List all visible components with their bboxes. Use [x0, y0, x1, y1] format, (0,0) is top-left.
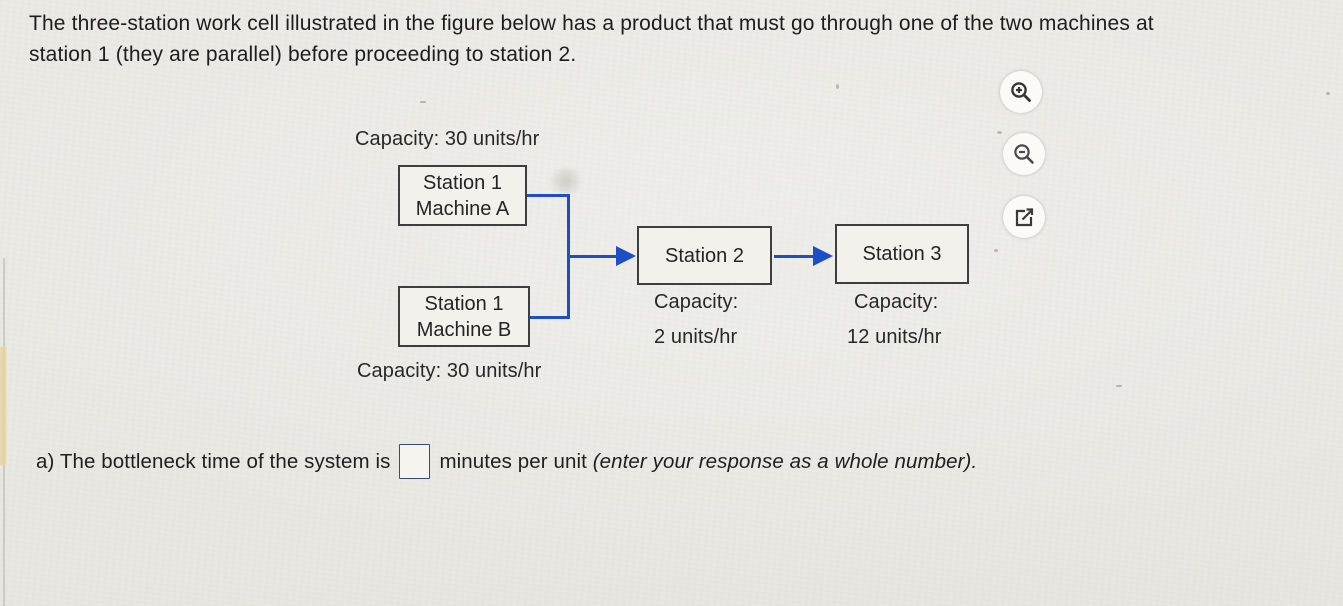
- question-a-note: (enter your response as a whole number).: [592, 449, 978, 473]
- station3-capacity-word: Capacity:: [854, 291, 939, 313]
- problem-statement-line1: The three-station work cell illustrated …: [29, 12, 1154, 35]
- question-a-row: a) The bottleneck time of the system is …: [36, 444, 977, 479]
- arrow-station2-to-station3-head: [813, 246, 833, 266]
- station2-label: Station 2: [665, 244, 744, 267]
- zoom-out-button[interactable]: [1003, 133, 1045, 175]
- station1-machine-a-line1: Station 1: [423, 171, 502, 194]
- answer-input[interactable]: [399, 444, 431, 479]
- question-a-prefix: a) The bottleneck time of the system is: [36, 449, 391, 473]
- scan-speck: [1326, 92, 1330, 95]
- station1-machine-a-box: Station 1 Machine A: [398, 165, 527, 226]
- problem-statement: The three-station work cell illustrated …: [29, 8, 1341, 70]
- question-a-units: minutes per unit: [439, 449, 587, 473]
- machine-b-capacity-label: Capacity: 30 units/hr: [357, 360, 542, 382]
- connector-machine-a-horizontal: [527, 194, 570, 197]
- scan-speck: [997, 131, 1002, 134]
- station3-label: Station 3: [862, 243, 942, 265]
- station3-capacity-value: 12 units/hr: [847, 326, 942, 348]
- station1-machine-a-line2: Machine A: [415, 197, 510, 220]
- station1-machine-b-box: Station 1 Machine B: [398, 286, 530, 347]
- scan-speck: [994, 249, 998, 252]
- open-external-button[interactable]: [1003, 196, 1045, 238]
- scan-speck: [1116, 385, 1122, 387]
- zoom-out-icon: [1014, 144, 1034, 164]
- station2-box: Station 2: [637, 226, 772, 285]
- station2-capacity-word: Capacity:: [654, 291, 739, 313]
- scan-smudge: [545, 168, 587, 194]
- station1-machine-b-line2: Machine B: [416, 318, 512, 341]
- station3-box: Station 3: [835, 224, 969, 284]
- scan-speck: [836, 84, 839, 89]
- zoom-in-icon: [1011, 82, 1031, 102]
- arrow-to-station2-head: [616, 246, 636, 266]
- question-a-suffix: minutes per unit (enter your response as…: [439, 450, 977, 474]
- zoom-in-button[interactable]: [1000, 71, 1042, 113]
- machine-a-capacity-label: Capacity: 30 units/hr: [355, 128, 540, 150]
- arrow-to-station2-shaft: [570, 255, 617, 258]
- problem-statement-line2: station 1 (they are parallel) before pro…: [29, 43, 577, 66]
- scan-speck: [420, 101, 426, 103]
- connector-machine-b-horizontal: [530, 316, 570, 319]
- connector-merge-vertical: [567, 194, 570, 319]
- station2-capacity-value: 2 units/hr: [654, 326, 738, 348]
- scan-edge-yellow-strip: [0, 347, 6, 465]
- arrow-station2-to-station3-shaft: [774, 255, 814, 258]
- external-link-icon: [1015, 208, 1034, 227]
- station1-machine-b-line1: Station 1: [424, 292, 504, 315]
